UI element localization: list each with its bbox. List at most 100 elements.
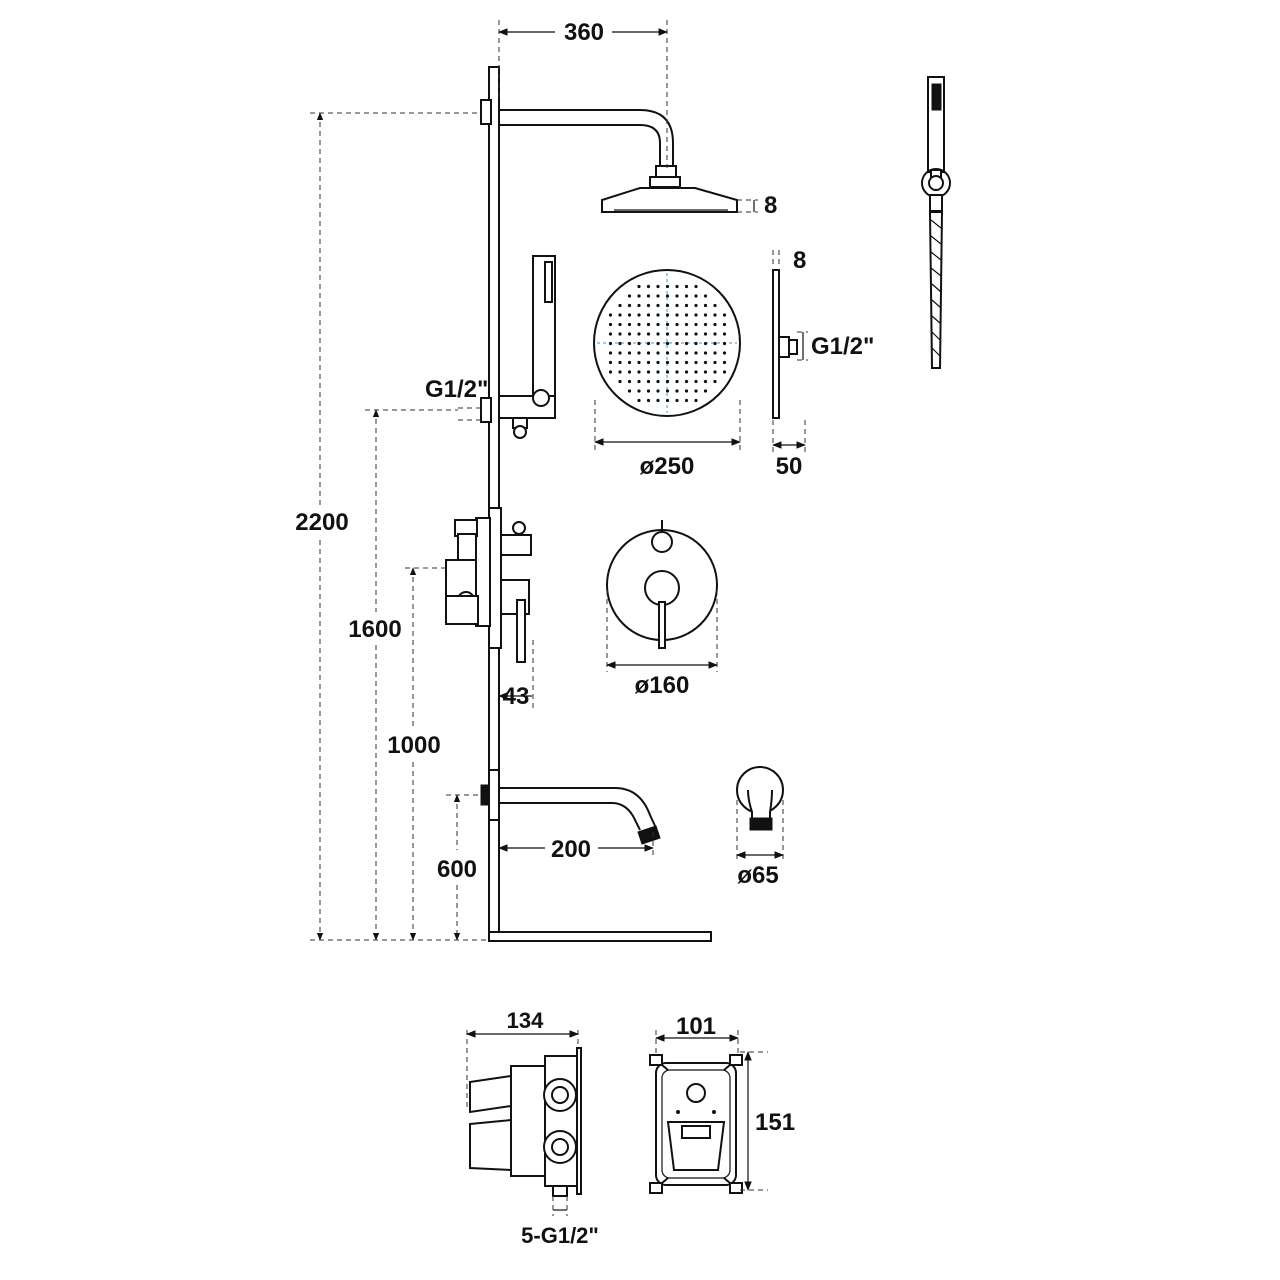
nozzle-dot: [684, 351, 689, 355]
nozzle-dot: [713, 322, 717, 327]
nozzle-dot: [703, 370, 708, 374]
nozzle-dot: [684, 398, 689, 403]
nozzle-dot: [637, 284, 641, 289]
spout-height-label: 600: [437, 856, 477, 883]
hand-shower-holder: [480, 255, 556, 439]
nozzle-dot: [656, 294, 660, 298]
holder-inlet-label: G1/2": [425, 376, 488, 403]
nozzle-dot: [627, 332, 632, 336]
nozzle-dot: [694, 398, 698, 403]
nozzle-dot: [627, 303, 632, 308]
arm-length-dimension: 360: [498, 19, 668, 168]
box-inlets-label: 5-G1/2": [521, 1223, 599, 1248]
nozzle-dot: [675, 284, 679, 289]
plate-diameter-dimension: ø160: [606, 590, 718, 699]
mixer-side-view: [445, 507, 532, 663]
nozzle-dot: [675, 303, 679, 308]
hand-shower-set: [921, 76, 951, 369]
nozzle-dot: [665, 370, 670, 374]
nozzle-dot: [684, 294, 689, 298]
spout-front-view: [736, 766, 784, 831]
nozzle-dot: [675, 351, 679, 355]
nozzle-dot: [646, 313, 651, 317]
nozzle-dot: [675, 322, 679, 327]
nozzle-dot: [656, 351, 660, 355]
nozzle-dot: [703, 341, 708, 346]
nozzle-dot: [656, 332, 660, 336]
nozzle-dot: [675, 294, 679, 298]
nozzle-dot: [646, 398, 651, 403]
spout-rosette-label: ø65: [737, 862, 778, 889]
nozzle-dot: [675, 398, 679, 403]
nozzle-dot: [608, 341, 613, 346]
nozzle-dot: [618, 379, 622, 384]
nozzle-dot: [656, 303, 660, 308]
nozzle-dot: [665, 341, 670, 346]
nozzle-dot: [665, 360, 670, 365]
nozzle-dot: [618, 303, 622, 308]
nozzle-dot: [694, 379, 698, 384]
nozzle-dot: [675, 379, 679, 384]
nozzle-dot: [618, 322, 622, 327]
nozzle-dot: [637, 389, 641, 393]
nozzle-dot: [675, 370, 679, 374]
nozzle-dot: [684, 389, 689, 393]
nozzle-dot: [627, 322, 632, 327]
nozzle-dot: [665, 398, 670, 403]
nozzle-dot: [713, 351, 717, 355]
nozzle-dot: [722, 313, 727, 317]
head-inlet-label: G1/2": [811, 333, 874, 360]
nozzle-dot: [618, 313, 622, 317]
holder-height-label: 1600: [348, 616, 401, 643]
nozzle-dot: [637, 303, 641, 308]
nozzle-dot: [665, 303, 670, 308]
nozzle-dot: [713, 360, 717, 365]
nozzle-dot: [713, 332, 717, 336]
nozzle-dot: [618, 370, 622, 374]
head-thickness-dimension: 8: [737, 192, 777, 219]
mixer-plate-front-view: [606, 520, 718, 649]
nozzle-dot: [694, 303, 698, 308]
nozzle-dot: [656, 389, 660, 393]
nozzle-dot: [646, 370, 651, 374]
box-height-label: 151: [755, 1109, 795, 1136]
nozzle-dot: [608, 360, 613, 365]
head-profile-dimensions: 8 G1/2" 50: [772, 247, 874, 480]
nozzle-dot: [665, 389, 670, 393]
nozzle-dot: [684, 313, 689, 317]
spout-rosette-dimension: ø65: [736, 800, 784, 889]
nozzle-dot: [684, 370, 689, 374]
nozzle-dot: [646, 303, 651, 308]
nozzle-dot: [722, 332, 727, 336]
nozzle-dot: [646, 322, 651, 327]
nozzle-dot: [665, 322, 670, 327]
spout-length-label: 200: [551, 836, 591, 863]
nozzle-dot: [722, 351, 727, 355]
nozzle-dot: [703, 313, 708, 317]
nozzle-dot: [684, 332, 689, 336]
nozzle-dot: [703, 360, 708, 365]
spout-side-view: [480, 769, 661, 845]
nozzle-dot: [684, 322, 689, 327]
nozzle-dot: [656, 379, 660, 384]
head-depth-label: 50: [776, 453, 803, 480]
nozzle-dot: [665, 332, 670, 336]
nozzle-dot: [722, 322, 727, 327]
nozzle-dot: [637, 379, 641, 384]
nozzle-dot: [646, 341, 651, 346]
nozzle-dot: [627, 370, 632, 374]
spout-length-dimension: 200: [498, 832, 654, 863]
nozzle-dot: [665, 313, 670, 317]
nozzle-dot: [703, 389, 708, 393]
nozzle-dot: [665, 294, 670, 298]
nozzle-dot: [637, 313, 641, 317]
nozzle-dot: [684, 360, 689, 365]
holder-inlet-dimension: G1/2": [425, 376, 488, 421]
nozzle-dot: [656, 284, 660, 289]
nozzle-dot: [703, 351, 708, 355]
shower-head-profile-view: [772, 269, 798, 419]
nozzle-dot: [722, 360, 727, 365]
box-width-label: 101: [676, 1013, 716, 1040]
nozzle-dot: [694, 294, 698, 298]
nozzle-dot: [646, 389, 651, 393]
